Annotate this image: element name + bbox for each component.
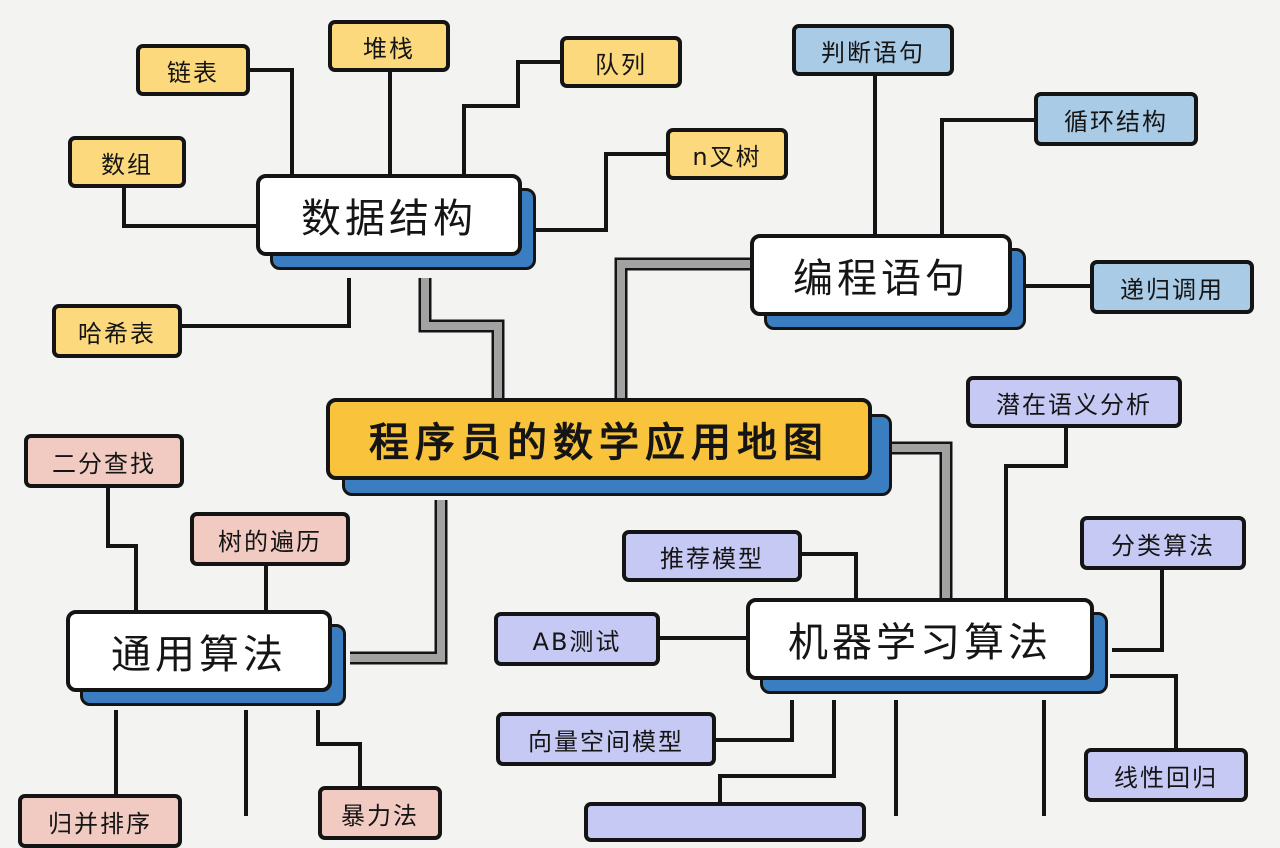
root-node: 程序员的数学应用地图: [326, 398, 892, 496]
leaf-label: 分类算法: [1080, 516, 1246, 570]
link-loop: [940, 118, 1036, 236]
leaf-label: 递归调用: [1090, 260, 1254, 314]
link-classification: [1112, 568, 1164, 652]
link-ml-below-1: [718, 700, 836, 816]
leaf-brute-force: 暴力法: [318, 786, 442, 840]
leaf-tree-traversal: 树的遍历: [190, 512, 350, 566]
leaf-label: n叉树: [666, 128, 788, 180]
data-structures-label: 数据结构: [256, 174, 522, 256]
leaf-label: 堆栈: [328, 20, 450, 72]
leaf-classification: 分类算法: [1080, 516, 1246, 570]
leaf-ab-test: AB测试: [494, 612, 660, 666]
leaf-linked-list: 链表: [136, 44, 250, 96]
leaf-label: 潜在语义分析: [966, 376, 1182, 428]
link-array: [122, 186, 260, 228]
leaf-label: 链表: [136, 44, 250, 96]
link-brute-force: [316, 710, 362, 792]
leaf-queue: 队列: [560, 36, 682, 88]
node-programming-statements: 编程语句: [750, 234, 1026, 330]
mind-map-canvas: 程序员的数学应用地图 数据结构 编程语句 通用算法 机器学习算法 链表 堆栈 队…: [18, 20, 1254, 848]
leaf-label: 哈希表: [52, 304, 182, 358]
leaf-merge-sort: 归并排序: [18, 794, 182, 848]
leaf-recommendation: 推荐模型: [622, 530, 802, 582]
general-algorithms-label: 通用算法: [66, 610, 332, 692]
leaf-array: 数组: [68, 136, 186, 188]
link-linked-list: [248, 68, 294, 176]
leaf-connectors: [106, 60, 1178, 816]
link-binary-search: [106, 486, 138, 612]
leaf-loop: 循环结构: [1034, 92, 1198, 146]
leaf-label: 判断语句: [792, 24, 954, 76]
leaf-binary-search: 二分查找: [24, 434, 184, 488]
link-lsa: [1004, 426, 1068, 600]
trunk-connectors: [350, 257, 953, 665]
leaf-label: 线性回归: [1084, 748, 1248, 802]
leaf-label: 二分查找: [24, 434, 184, 488]
leaf-label: 推荐模型: [622, 530, 802, 582]
leaf-label: AB测试: [494, 612, 660, 666]
machine-learning-label: 机器学习算法: [746, 598, 1094, 680]
leaf-recursion: 递归调用: [1090, 260, 1254, 314]
programming-statements-label: 编程语句: [750, 234, 1012, 316]
leaf-stack: 堆栈: [328, 20, 450, 72]
node-general-algorithms: 通用算法: [66, 610, 346, 706]
leaf-label: 向量空间模型: [496, 712, 716, 766]
link-vector-space: [712, 700, 794, 742]
leaf-label: 暴力法: [318, 786, 442, 840]
root-label: 程序员的数学应用地图: [326, 398, 872, 480]
leaf-label: 树的遍历: [190, 512, 350, 566]
node-machine-learning: 机器学习算法: [746, 598, 1108, 694]
leaf-hash-table: 哈希表: [52, 304, 182, 358]
leaf-cropped: [584, 802, 866, 842]
node-data-structures: 数据结构: [256, 174, 536, 270]
leaf-label: 队列: [560, 36, 682, 88]
link-hash-table: [180, 278, 351, 328]
leaf-linear-regression: 线性回归: [1084, 748, 1248, 802]
link-queue: [462, 60, 562, 176]
leaf-nary-tree: n叉树: [666, 128, 788, 180]
leaf-conditional: 判断语句: [792, 24, 954, 76]
leaf-lsa: 潜在语义分析: [966, 376, 1182, 428]
link-linear-regression: [1110, 674, 1178, 750]
link-nary-tree: [536, 152, 670, 232]
leaf-vector-space: 向量空间模型: [496, 712, 716, 766]
leaf-label: 数组: [68, 136, 186, 188]
leaf-label: 归并排序: [18, 794, 182, 848]
link-recommendation: [798, 552, 858, 600]
leaf-label: 循环结构: [1034, 92, 1198, 146]
